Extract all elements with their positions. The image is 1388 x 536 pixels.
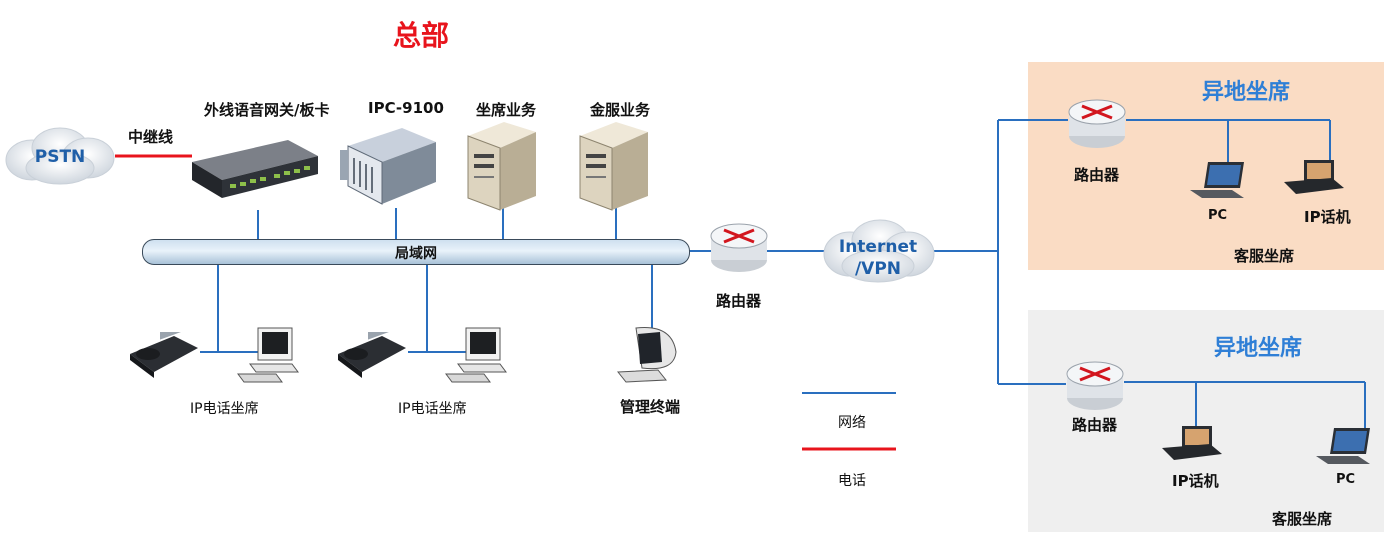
gateway-label: 外线语音网关/板卡 <box>204 101 330 119</box>
remote-1-router-label: 路由器 <box>1074 166 1120 184</box>
remote-site-2-title: 异地坐席 <box>1214 336 1303 361</box>
management-terminal-icon <box>616 327 677 383</box>
hq-router-label: 路由器 <box>716 292 762 310</box>
legend-phone-label: 电话 <box>838 473 866 489</box>
desktop-pc-icon <box>237 327 299 383</box>
remote-2-pc-label: PC <box>1336 472 1356 487</box>
laptop-icon <box>1190 162 1244 198</box>
remote-2-phone-label: IP话机 <box>1172 472 1219 490</box>
voice-gateway-icon <box>192 140 318 198</box>
ip-phone-icon <box>338 332 406 378</box>
pstn-label: PSTN <box>34 147 86 167</box>
laptop-icon <box>1316 428 1370 464</box>
remote-2-group-label: 客服坐席 <box>1272 510 1333 528</box>
internet-label-line2: /VPN <box>854 259 902 279</box>
internet-cloud-icon <box>823 219 935 283</box>
ipc-server-icon <box>340 128 436 205</box>
lan-label: 局域网 <box>395 246 437 262</box>
remote-site-1-title: 异地坐席 <box>1202 80 1291 105</box>
phone-seat-1-label: IP电话坐席 <box>190 401 259 417</box>
remote-1-pc-label: PC <box>1208 208 1228 223</box>
router-icon <box>1068 99 1126 148</box>
video-phone-icon <box>1284 160 1344 194</box>
agent-server-label: 坐席业务 <box>476 101 537 119</box>
video-phone-icon <box>1162 426 1222 460</box>
headquarters-title: 总部 <box>392 19 449 52</box>
remote-2-router-label: 路由器 <box>1072 416 1118 434</box>
desktop-pc-icon <box>445 327 507 383</box>
legend-network-label: 网络 <box>838 415 866 431</box>
agent-server-icon <box>467 122 536 211</box>
trunk-line-label: 中继线 <box>128 128 174 146</box>
remote-1-group-label: 客服坐席 <box>1234 247 1295 265</box>
remote-site-2-panel <box>1028 310 1384 532</box>
router-icon <box>710 223 768 272</box>
lan-bus: 局域网 <box>142 239 690 265</box>
ipc-label: IPC-9100 <box>368 99 444 117</box>
pstn-cloud-icon <box>5 127 115 185</box>
ip-phone-icon <box>130 332 198 378</box>
remote-1-phone-label: IP话机 <box>1304 208 1351 226</box>
internet-label-line1: Internet <box>838 237 918 257</box>
finance-server-icon <box>579 122 648 211</box>
phone-seat-2-label: IP电话坐席 <box>398 401 467 417</box>
mgmt-terminal-label: 管理终端 <box>620 398 681 416</box>
finance-server-label: 金服业务 <box>590 101 651 119</box>
router-icon <box>1066 361 1124 410</box>
